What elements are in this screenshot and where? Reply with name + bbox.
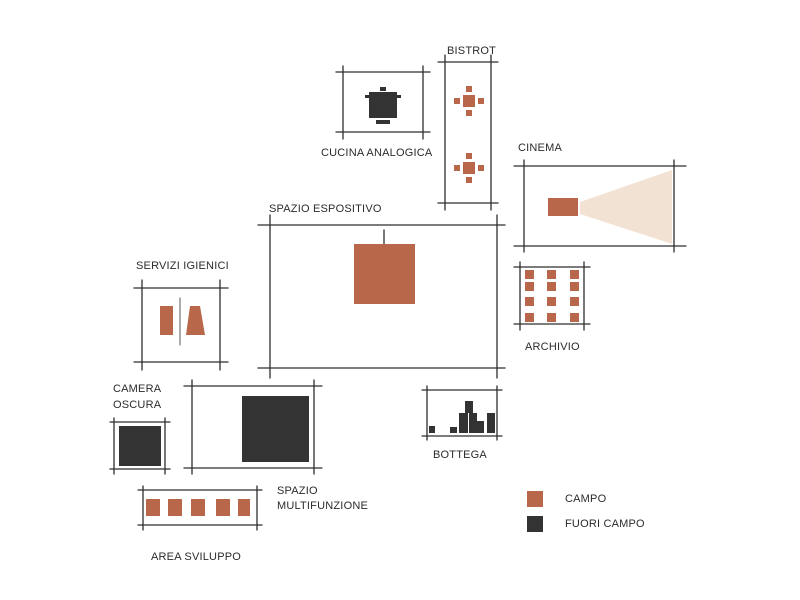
room-label-cucina-analogica: CUCINA ANALOGICA — [321, 147, 433, 159]
projector-icon — [548, 198, 578, 216]
room-label-camera-oscura-line2: OSCURA — [113, 399, 162, 411]
servizi-igienici-room — [133, 279, 229, 371]
room-label-camera-oscura-line1: CAMERA — [113, 383, 162, 395]
room-label-area-sviluppo: AREA SVILUPPO — [151, 551, 242, 563]
bistrot-table-icon — [454, 153, 484, 183]
spazio-multifunzione-room — [183, 379, 323, 475]
development-trays — [146, 499, 250, 516]
bistrot-table-icon — [454, 86, 484, 116]
room-label-cinema: CINEMA — [518, 142, 562, 154]
legend-label-fuori-campo: FUORI CAMPO — [565, 518, 645, 530]
fuori-campo-block — [242, 396, 309, 462]
cinema-room — [513, 159, 687, 253]
room-label-servizi-igienici: SERVIZI IGIENICI — [136, 260, 229, 272]
archive-shelves — [525, 270, 579, 322]
legend-label-campo: CAMPO — [565, 493, 607, 505]
room-label-spazio-espositivo: SPAZIO ESPOSITIVO — [269, 203, 382, 215]
legend-swatch-campo — [527, 491, 543, 507]
fuori-campo-block — [119, 426, 161, 466]
archivio-room — [513, 261, 591, 331]
room-label-multifunzione-line1: SPAZIO — [277, 485, 318, 497]
exhibition-artwork — [354, 244, 415, 304]
room-label-bistrot: BISTROT — [447, 45, 497, 57]
area-sviluppo-room — [137, 485, 263, 531]
room-label-archivio: ARCHIVIO — [525, 341, 580, 353]
pot-icon — [365, 87, 401, 124]
bottega-objects — [429, 401, 495, 433]
cucina-analogica-room — [335, 65, 431, 140]
room-label-bottega: BOTTEGA — [433, 449, 487, 461]
toilet-icon — [160, 306, 173, 335]
room-label-multifunzione-line2: MULTIFUNZIONE — [277, 500, 369, 512]
camera-oscura-room — [109, 417, 171, 475]
projection-beam — [580, 170, 672, 244]
spazio-espositivo-room — [257, 214, 506, 379]
bottega-room — [421, 385, 503, 441]
legend-swatch-fuori-campo — [527, 516, 543, 532]
bistrot-room — [437, 54, 499, 211]
toilet-icon — [186, 306, 205, 335]
